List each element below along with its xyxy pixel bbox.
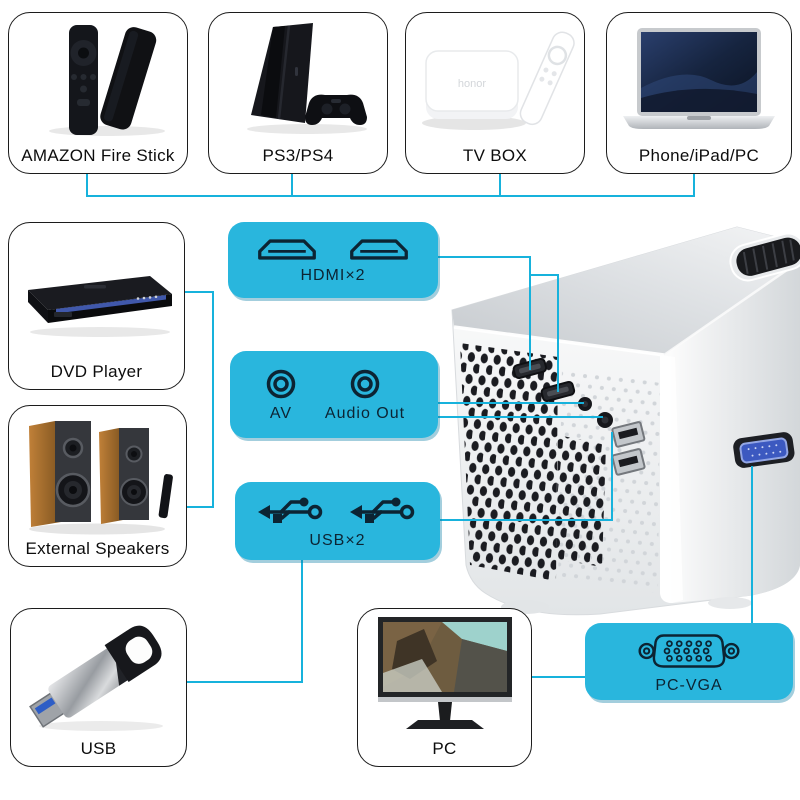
connector-audio-out (438, 416, 603, 418)
monitor-image (358, 613, 531, 736)
speakers-image (9, 410, 186, 536)
device-label-dvd-player: DVD Player (50, 362, 143, 381)
hdmi-icons-row (256, 236, 410, 263)
device-label-usb-flash: USB (80, 739, 117, 758)
connector-stub-phone (693, 172, 695, 197)
connector-dvd-h (183, 291, 214, 293)
connector-usb-flash-v (301, 560, 303, 683)
port-label-usb: USB×2 (235, 482, 440, 560)
audio-out-column: Audio Out (325, 366, 405, 423)
connector-stub-fire-stick (86, 172, 88, 196)
port-label-av-audio: AV Audio Out (230, 351, 438, 438)
device-card-game-console: PS3/PS4 (208, 12, 388, 174)
device-label-fire-stick: AMAZON Fire Stick (21, 146, 175, 165)
connector-speakers-h (186, 506, 214, 508)
connector-stub-tv-box (499, 172, 501, 196)
device-card-tv-box: honor TV BOX (405, 12, 585, 174)
av-jack-icon (266, 369, 296, 399)
connector-hdmi-v2 (557, 274, 559, 392)
hdmi-port-icon (258, 238, 316, 260)
projector-vent-grille (460, 343, 558, 581)
vga-connector-icon (638, 633, 740, 668)
fire-stick-image (9, 17, 187, 143)
connector-usb-v (611, 432, 613, 521)
connector-trunk-top (86, 195, 695, 197)
device-label-external-speakers: External Speakers (25, 539, 170, 558)
usb-symbol-icon (349, 497, 414, 523)
hdmi-port-icon (350, 238, 408, 260)
projector-vent-grille-2 (556, 435, 606, 567)
pc-vga-label: PC-VGA (655, 676, 723, 694)
av-label: AV (269, 405, 292, 422)
connector-pc-h (530, 676, 585, 678)
device-card-dvd-player: DVD Player (8, 222, 185, 390)
port-label-pc-vga: PC-VGA (585, 623, 793, 700)
audio-out-label: Audio Out (324, 405, 406, 422)
device-card-pc: PC (357, 608, 532, 767)
hdmi-label: HDMI×2 (300, 266, 366, 284)
device-card-phone-ipad-pc: Phone/iPad/PC (606, 12, 792, 174)
projector-image (451, 226, 800, 616)
connector-hdmi-h1 (438, 256, 531, 258)
audio-jack-icon (350, 369, 380, 399)
tv-box-image: honor (406, 17, 584, 143)
projector-av-jack (578, 397, 592, 411)
projector-usb-ports (611, 421, 646, 476)
game-console-image (209, 17, 387, 143)
usb-label: USB×2 (309, 532, 366, 549)
port-label-hdmi: HDMI×2 (228, 222, 438, 298)
connector-av (438, 402, 584, 404)
dvd-player-image (9, 227, 184, 359)
usb-symbol-icon (257, 497, 322, 523)
device-label-pc: PC (432, 739, 457, 758)
device-label-phone-ipad-pc: Phone/iPad/PC (638, 146, 760, 165)
connector-dvd-speakers-v (212, 291, 214, 508)
connector-usb-h (440, 519, 613, 521)
usb-icons-row (255, 492, 421, 528)
connector-vga-v (751, 466, 753, 623)
device-label-game-console: PS3/PS4 (262, 146, 334, 165)
device-card-external-speakers: External Speakers (8, 405, 187, 567)
av-column: AV (263, 366, 299, 423)
connector-hdmi-v1 (529, 256, 531, 370)
projector-vga-port (733, 432, 795, 468)
tv-box-brand: honor (458, 78, 486, 90)
device-label-tv-box: TV BOX (462, 146, 528, 165)
connector-stub-game-console (291, 172, 293, 196)
device-card-usb-flash: USB (10, 608, 187, 767)
connector-usb-flash-h (186, 681, 303, 683)
projector-audio-out-jack (597, 412, 613, 428)
usb-drive-image (11, 613, 186, 736)
projector-focus-wheel (729, 232, 800, 282)
laptop-image (607, 17, 791, 143)
connector-hdmi-h2 (529, 274, 559, 276)
device-card-fire-stick: AMAZON Fire Stick (8, 12, 188, 174)
